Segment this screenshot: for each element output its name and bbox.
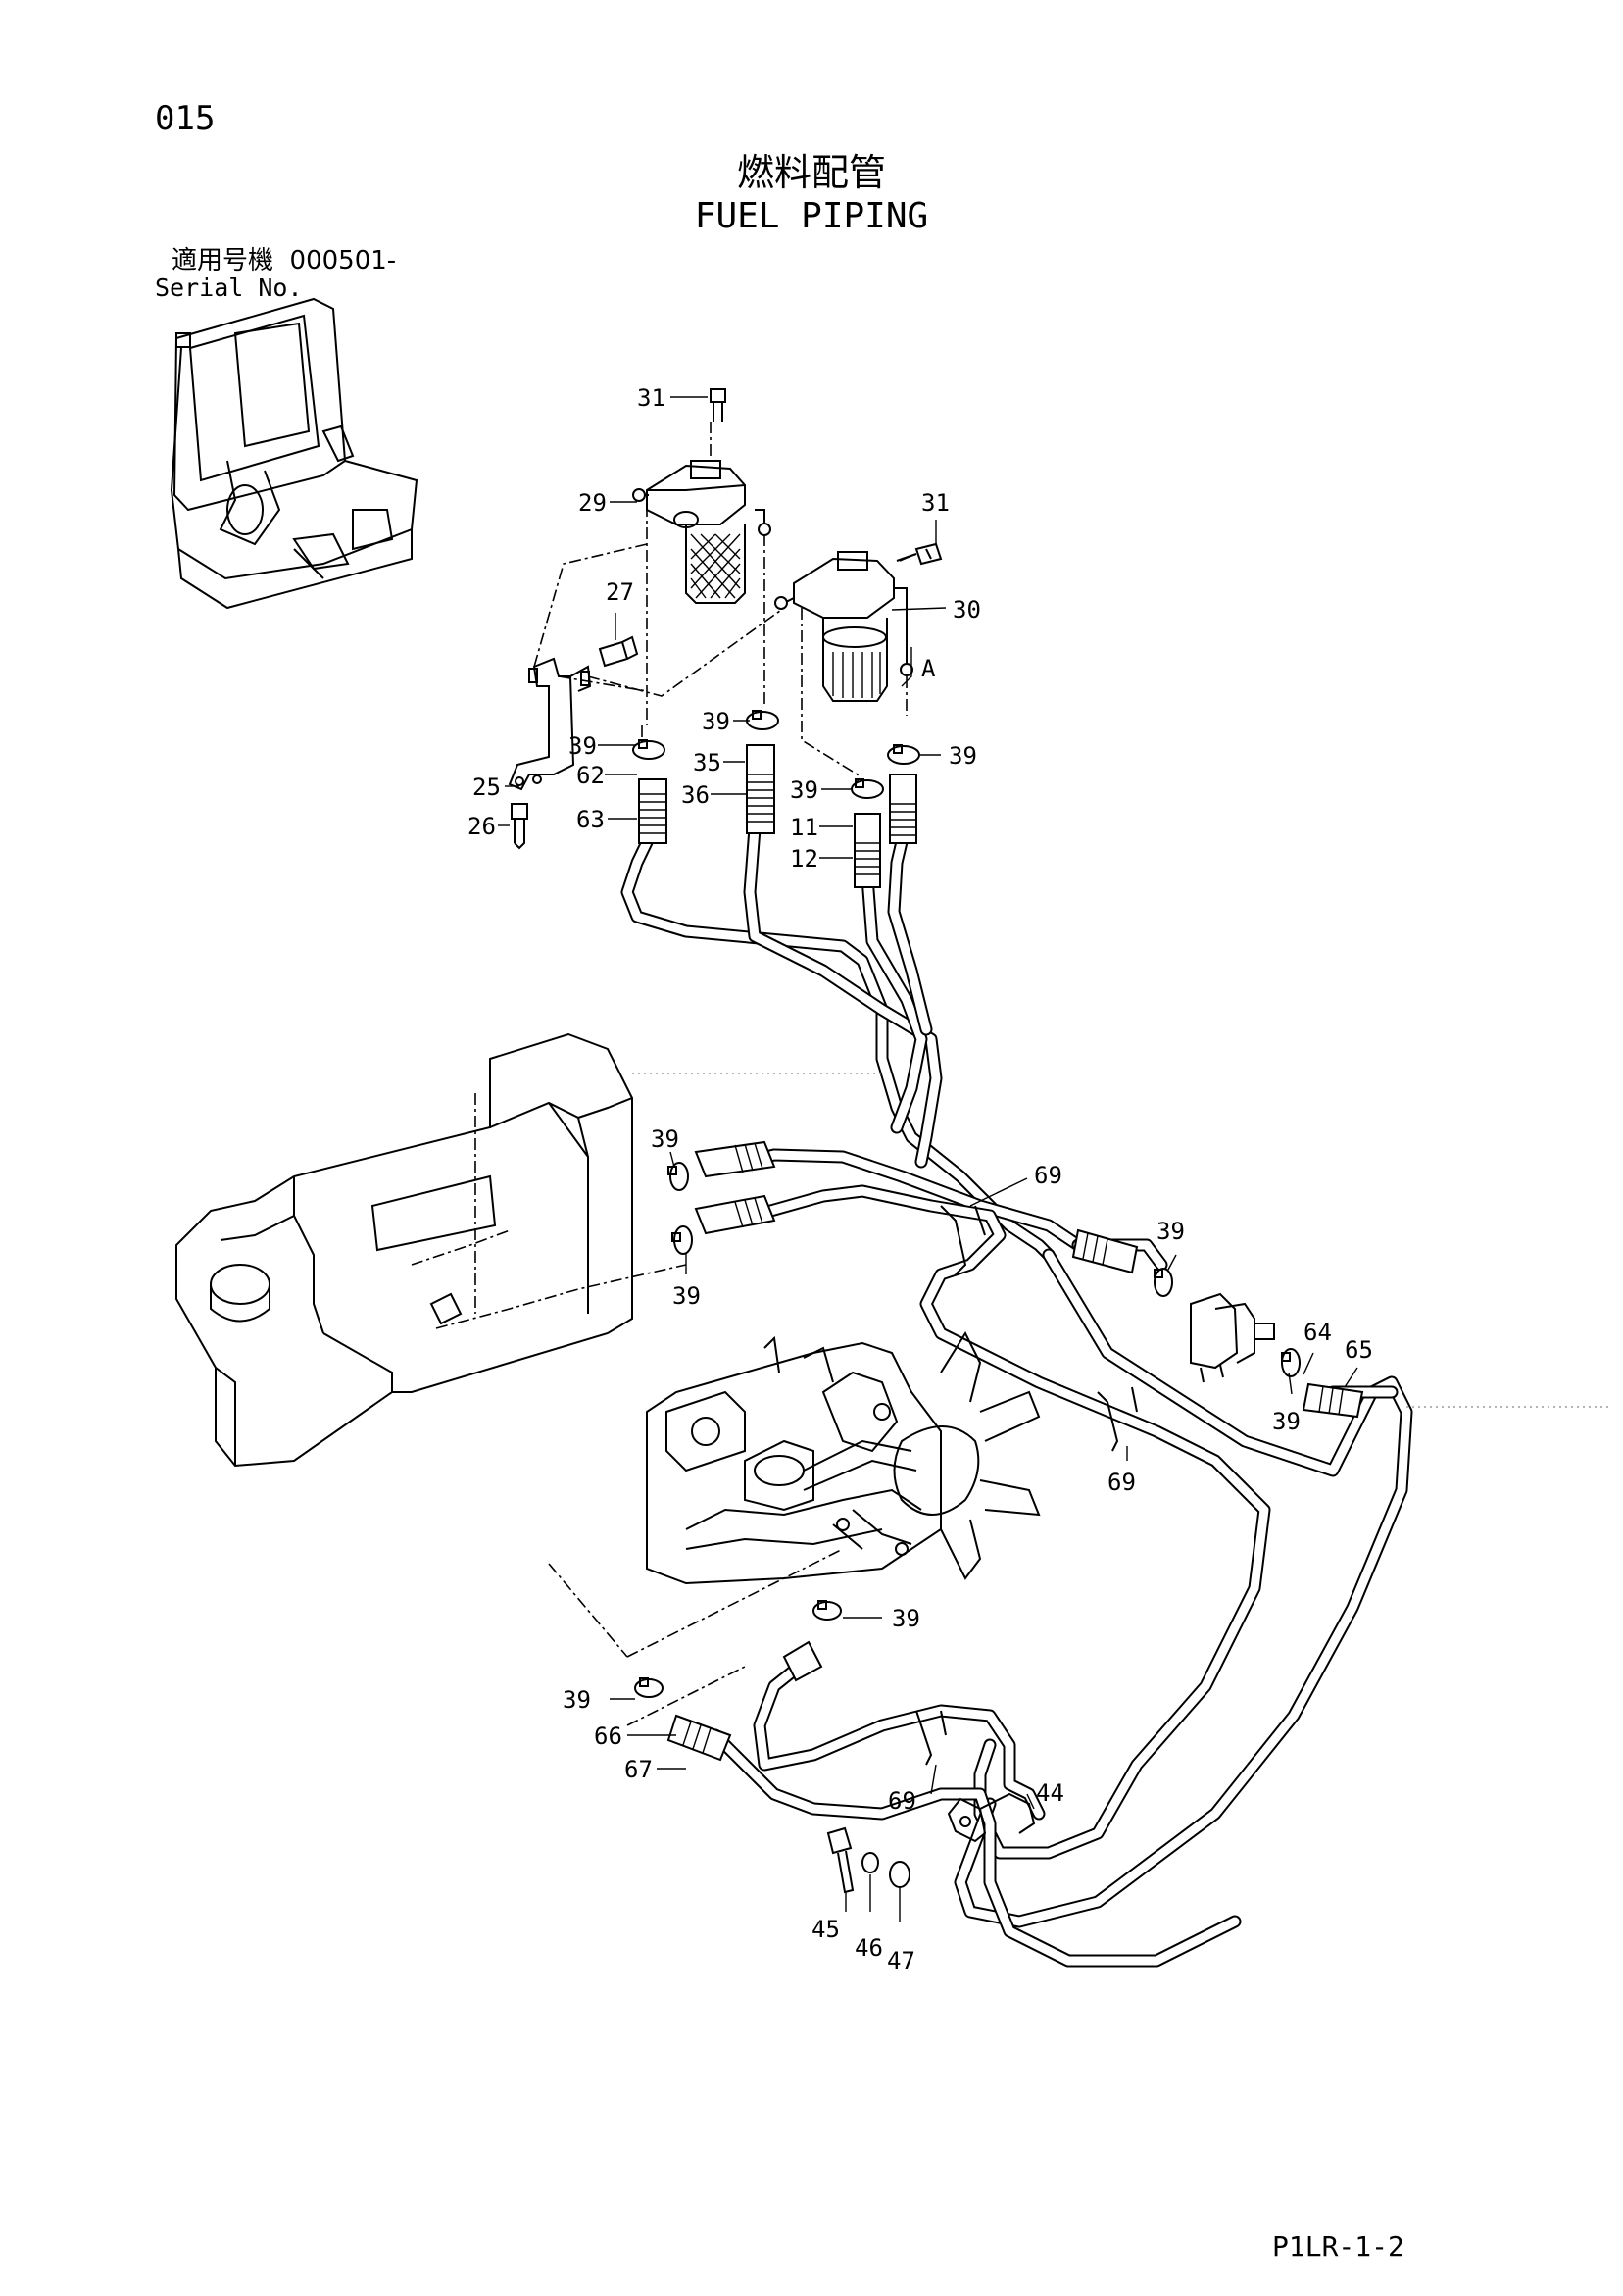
callout-69-a: 69: [1034, 1162, 1062, 1189]
callout-39-j: 39: [563, 1686, 591, 1714]
callout-69-c: 69: [888, 1787, 916, 1815]
callout-39-a: 39: [568, 732, 597, 760]
engine: [646, 1330, 1041, 1585]
callout-66: 66: [594, 1722, 622, 1750]
fuel-filter-29: [632, 460, 771, 604]
page-number: 015: [155, 99, 216, 138]
callout-44: 44: [1036, 1779, 1064, 1807]
bolt-31-top: [710, 388, 726, 422]
callout-39-g: 39: [1156, 1218, 1185, 1245]
excavator-thumbnail: [170, 297, 418, 610]
washer-46: [861, 1852, 879, 1873]
callout-31-right: 31: [921, 489, 950, 517]
callout-39-h: 39: [1272, 1408, 1301, 1435]
callout-30: 30: [953, 596, 981, 624]
fuel-filter-30: [774, 551, 913, 702]
callout-39-b: 39: [702, 708, 730, 735]
page-title: FUEL PIPING: [694, 196, 929, 236]
leader-lines: [498, 396, 1358, 1922]
callout-29: 29: [578, 489, 607, 517]
callout-62: 62: [576, 762, 605, 789]
bolt-27: [598, 635, 639, 668]
callout-A: A: [921, 655, 936, 682]
fuel-pump: [1190, 1292, 1275, 1383]
washer-47: [889, 1861, 910, 1888]
callout-35: 35: [693, 749, 721, 776]
fuel-tank: [175, 1032, 633, 1468]
bolt-26: [511, 803, 528, 850]
callout-67: 67: [624, 1756, 653, 1783]
bolt-45: [826, 1826, 855, 1894]
serial-label: Serial No.: [155, 274, 303, 302]
callout-39-i: 39: [892, 1605, 920, 1632]
callout-36: 36: [681, 781, 710, 809]
serial-range: 適用号機 000501-: [172, 248, 396, 274]
page-code: P1LR-1-2: [1272, 2230, 1404, 2263]
bolt-31-right: [896, 542, 943, 566]
callout-39-e: 39: [651, 1125, 679, 1153]
callouts: 31 29 31 27 30 A 39 39 39 39 25 62 35 36…: [467, 384, 1373, 1974]
hose-ends: [638, 744, 1364, 1762]
callout-45: 45: [812, 1916, 840, 1943]
callout-64: 64: [1303, 1319, 1332, 1346]
serial-value: 000501-: [289, 246, 397, 275]
serial-label-japanese: 適用号機: [172, 246, 274, 275]
page-title-japanese: 燃料配管: [736, 151, 886, 194]
reference-dotted-lines: [632, 1073, 1612, 1408]
callout-69-b: 69: [1107, 1469, 1136, 1496]
callout-63: 63: [576, 806, 605, 833]
callout-31-top: 31: [637, 384, 665, 412]
fuel-pipes: [620, 822, 1413, 1968]
callout-39-c: 39: [949, 742, 977, 770]
callout-46: 46: [855, 1934, 883, 1962]
callout-47: 47: [887, 1947, 915, 1974]
assembly-lines: [411, 422, 917, 1726]
callout-27: 27: [606, 578, 634, 606]
callout-65: 65: [1345, 1336, 1373, 1364]
callout-12: 12: [790, 845, 818, 873]
callout-11: 11: [790, 814, 818, 841]
callout-39-f: 39: [672, 1282, 701, 1310]
pipe-clips: [915, 1205, 1138, 1843]
callout-39-d: 39: [790, 776, 818, 804]
hose-clamps: [632, 710, 1301, 1698]
callout-25: 25: [472, 774, 501, 801]
callout-26: 26: [467, 813, 496, 840]
